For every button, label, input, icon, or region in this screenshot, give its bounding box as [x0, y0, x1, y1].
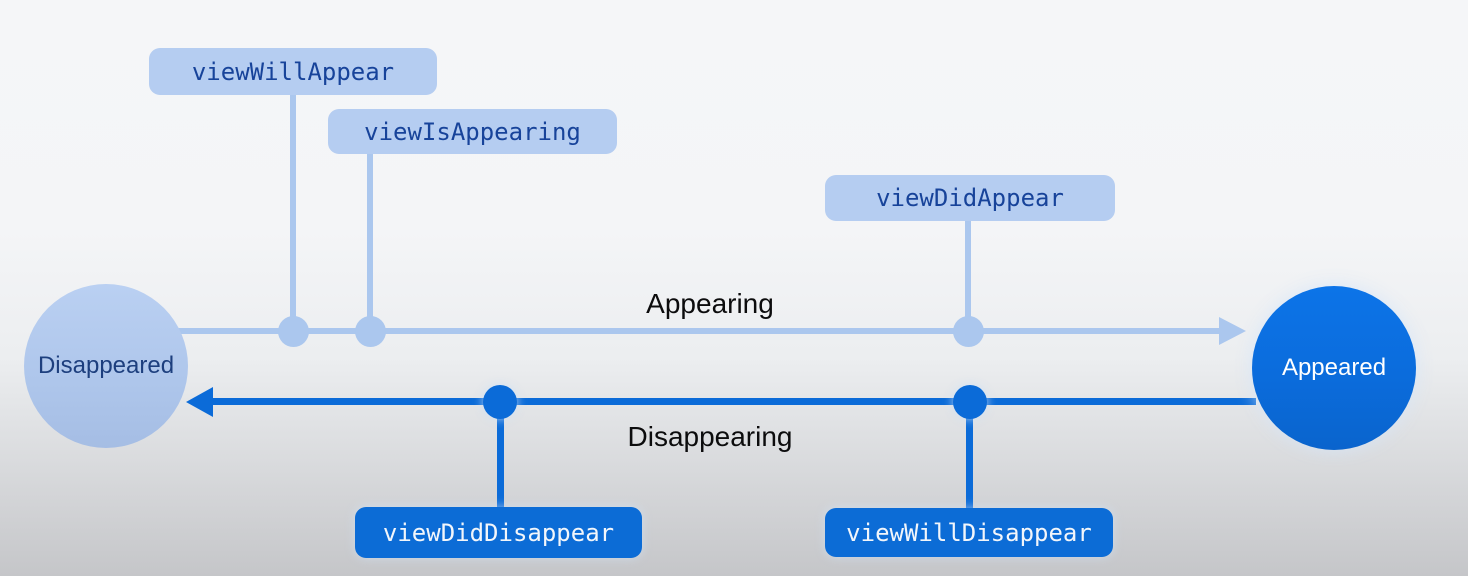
event-dot-view-will-disappear — [953, 385, 987, 419]
callout-view-will-appear: viewWillAppear — [149, 48, 437, 95]
stem-view-did-appear — [965, 221, 971, 331]
stem-view-will-disappear — [966, 402, 973, 508]
event-dot-view-did-appear — [953, 316, 984, 347]
callout-view-did-disappear: viewDidDisappear — [355, 507, 642, 558]
state-disappeared: Disappeared — [24, 284, 188, 448]
event-dot-view-will-appear — [278, 316, 309, 347]
event-dot-view-did-disappear — [483, 385, 517, 419]
stem-view-will-appear — [290, 95, 296, 331]
disappearing-transition-label: Disappearing — [627, 421, 793, 452]
callout-view-is-appearing: viewIsAppearing — [328, 109, 617, 154]
disappearing-arrowhead-icon — [186, 387, 213, 417]
event-dot-view-is-appearing — [355, 316, 386, 347]
appearing-transition-label: Appearing — [646, 288, 774, 319]
callout-view-will-disappear: viewWillDisappear — [825, 508, 1113, 557]
stem-view-is-appearing — [367, 154, 373, 331]
state-disappeared-label: Disappeared — [37, 352, 175, 379]
callout-view-did-appear: viewDidAppear — [825, 175, 1115, 221]
state-appeared: Appeared — [1252, 286, 1416, 450]
appearing-arrowhead-icon — [1219, 317, 1246, 345]
stem-view-did-disappear — [497, 402, 504, 507]
state-appeared-label: Appeared — [1281, 354, 1387, 381]
disappearing-timeline-line — [210, 398, 1256, 405]
appearing-timeline-line — [178, 328, 1222, 334]
